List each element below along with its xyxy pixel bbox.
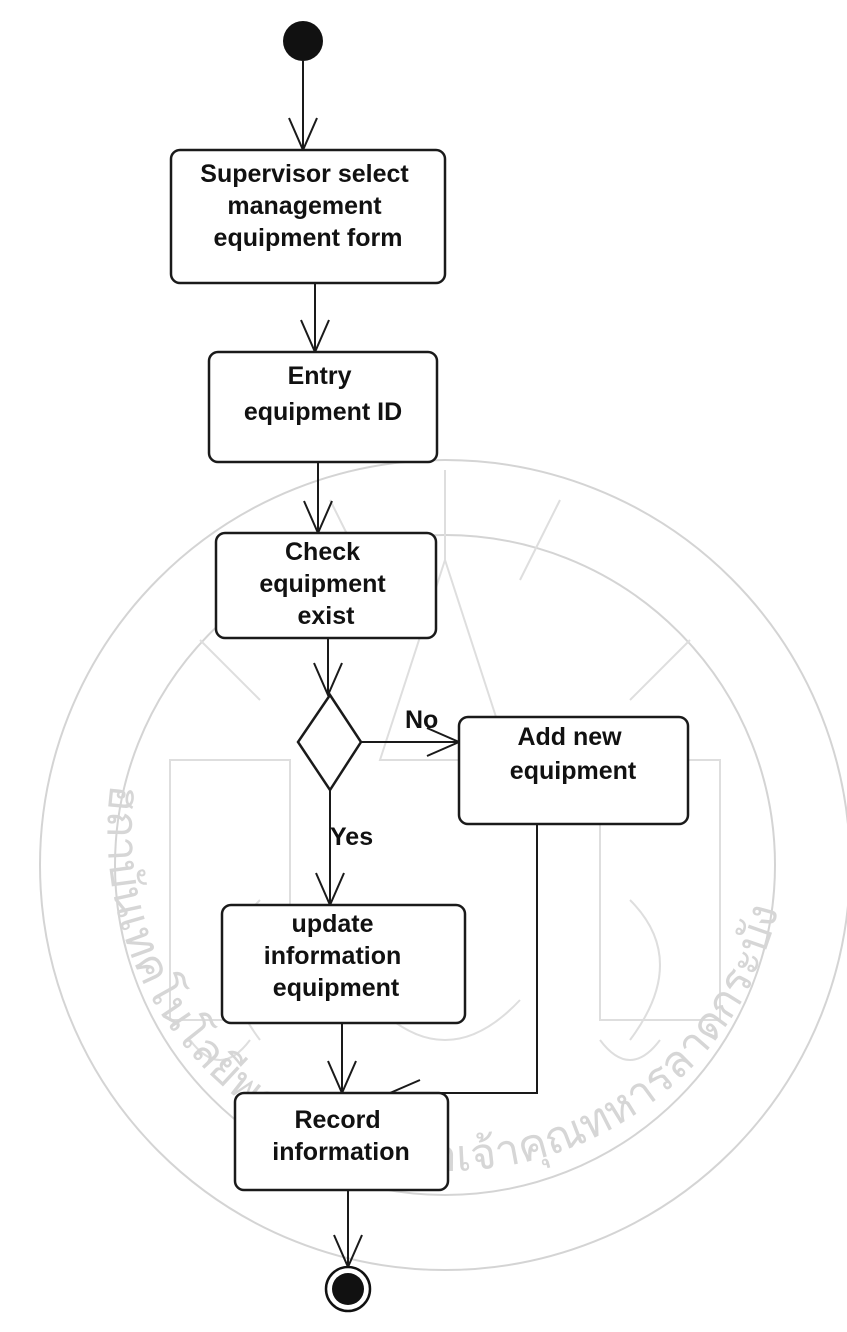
- action-label-line: equipment: [273, 974, 400, 1002]
- action-label-line: exist: [298, 602, 356, 630]
- action-label-line: equipment: [510, 757, 637, 785]
- action-label-line: equipment form: [214, 224, 403, 252]
- action-label-line: Record: [294, 1106, 380, 1134]
- action-label-line: management: [227, 192, 382, 220]
- guard-yes: Yes: [330, 823, 373, 851]
- action-label-line: Supervisor select: [200, 160, 409, 188]
- action-check-equipment-exist: Check equipment exist: [216, 533, 436, 638]
- action-label-line: update: [292, 910, 374, 938]
- action-add-new-equipment: Add new equipment: [459, 717, 688, 824]
- action-select-management-form: Supervisor select management equipment f…: [171, 150, 445, 283]
- final-node: [326, 1267, 370, 1311]
- action-label-line: Add new: [517, 723, 622, 751]
- guard-no: No: [405, 706, 438, 734]
- action-label-line: equipment: [259, 570, 386, 598]
- decision-node: [298, 695, 361, 790]
- action-entry-equipment-id: Entry equipment ID: [209, 352, 437, 462]
- action-label-line: Entry: [288, 362, 352, 390]
- action-label-line: equipment ID: [244, 398, 402, 426]
- action-label-line: information: [264, 942, 402, 970]
- action-update-information-equipment: update information equipment: [222, 905, 465, 1023]
- initial-node: [283, 21, 323, 61]
- action-record-information: Record information: [235, 1093, 448, 1190]
- svg-text:Supervisor select manage: Supervisor select management equipment f…: [200, 160, 415, 252]
- action-label-line: Check: [285, 538, 360, 566]
- action-label-line: information: [272, 1138, 410, 1166]
